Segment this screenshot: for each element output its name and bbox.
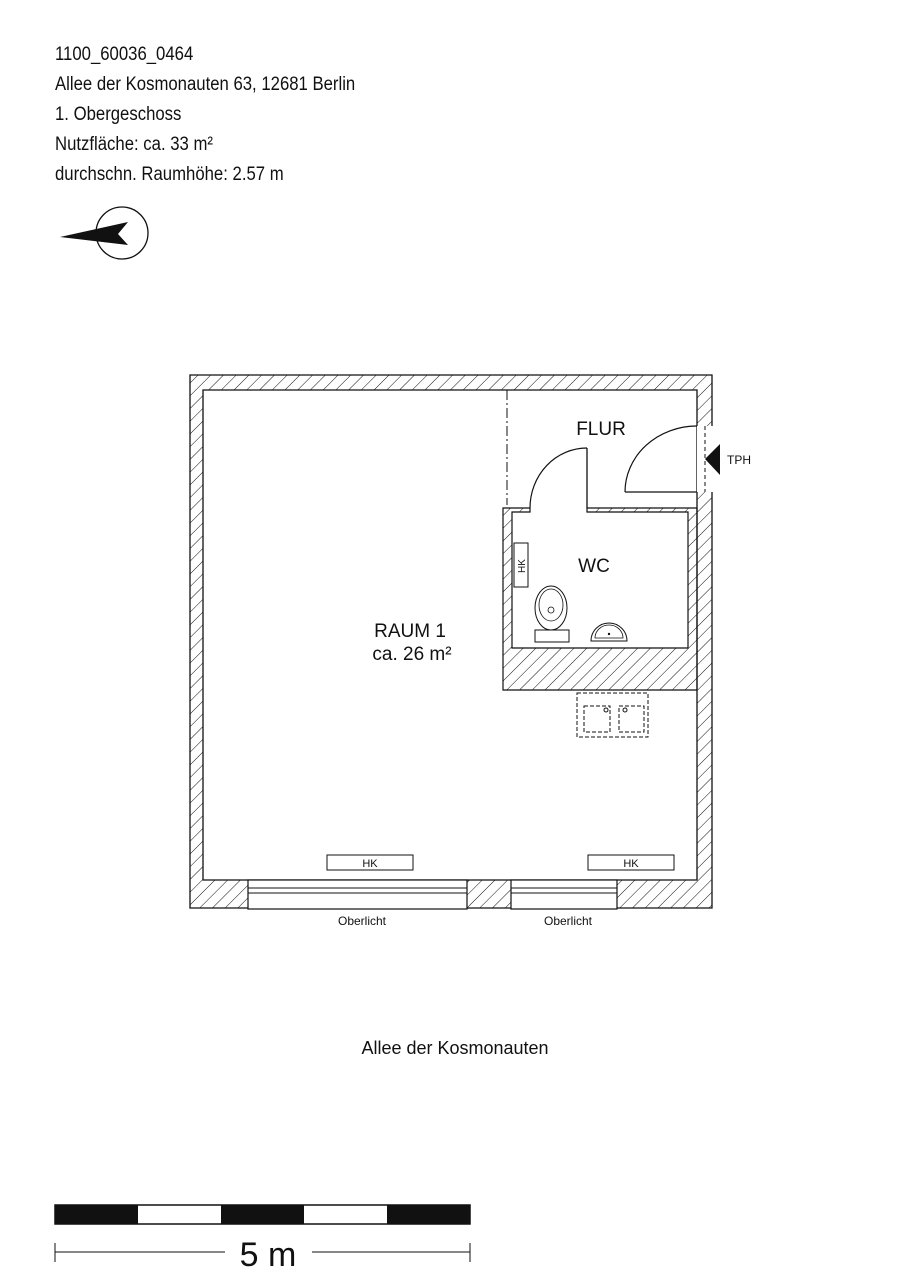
usable-area: Nutzfläche: ca. 33 m² — [55, 134, 213, 155]
wc-door[interactable] — [529, 447, 588, 509]
entrance-door[interactable] — [624, 425, 698, 493]
object-id: 1100_60036_0464 — [55, 44, 194, 65]
tph-label: TPH — [727, 453, 751, 467]
wc-label: WC — [578, 556, 610, 577]
exterior-walls — [189, 374, 713, 910]
svg-text:HK: HK — [517, 559, 528, 573]
wc-walls — [502, 390, 698, 691]
address: Allee der Kosmonauten 63, 12681 Berlin — [55, 74, 356, 95]
window-label-right: Oberlicht — [544, 914, 593, 928]
flur-label: FLUR — [576, 419, 626, 440]
scale-bar: 5 m — [54, 1204, 471, 1274]
radiator-wc: HK — [513, 542, 529, 588]
room1-area: ca. 26 m² — [372, 644, 451, 665]
toilet-icon — [534, 585, 570, 643]
window-label-left: Oberlicht — [338, 914, 387, 928]
room1-name: RAUM 1 — [374, 621, 446, 642]
plan-header: 1100_60036_0464 Allee der Kosmonauten 63… — [55, 40, 355, 190]
north-arrow-icon — [60, 206, 149, 260]
scale-label: 5 m — [240, 1236, 297, 1274]
svg-text:HK: HK — [623, 858, 639, 870]
entrance-marker-icon — [705, 444, 720, 475]
floor-level: 1. Obergeschoss — [55, 104, 182, 125]
radiator-left: HK — [326, 854, 414, 871]
street-label: Allee der Kosmonauten — [361, 1038, 548, 1058]
washbasin-icon — [590, 622, 628, 642]
kitchen-sink-icon — [576, 692, 649, 738]
svg-text:HK: HK — [362, 858, 378, 870]
radiator-right: HK — [587, 854, 675, 871]
room-height: durchschn. Raumhöhe: 2.57 m — [55, 164, 284, 185]
